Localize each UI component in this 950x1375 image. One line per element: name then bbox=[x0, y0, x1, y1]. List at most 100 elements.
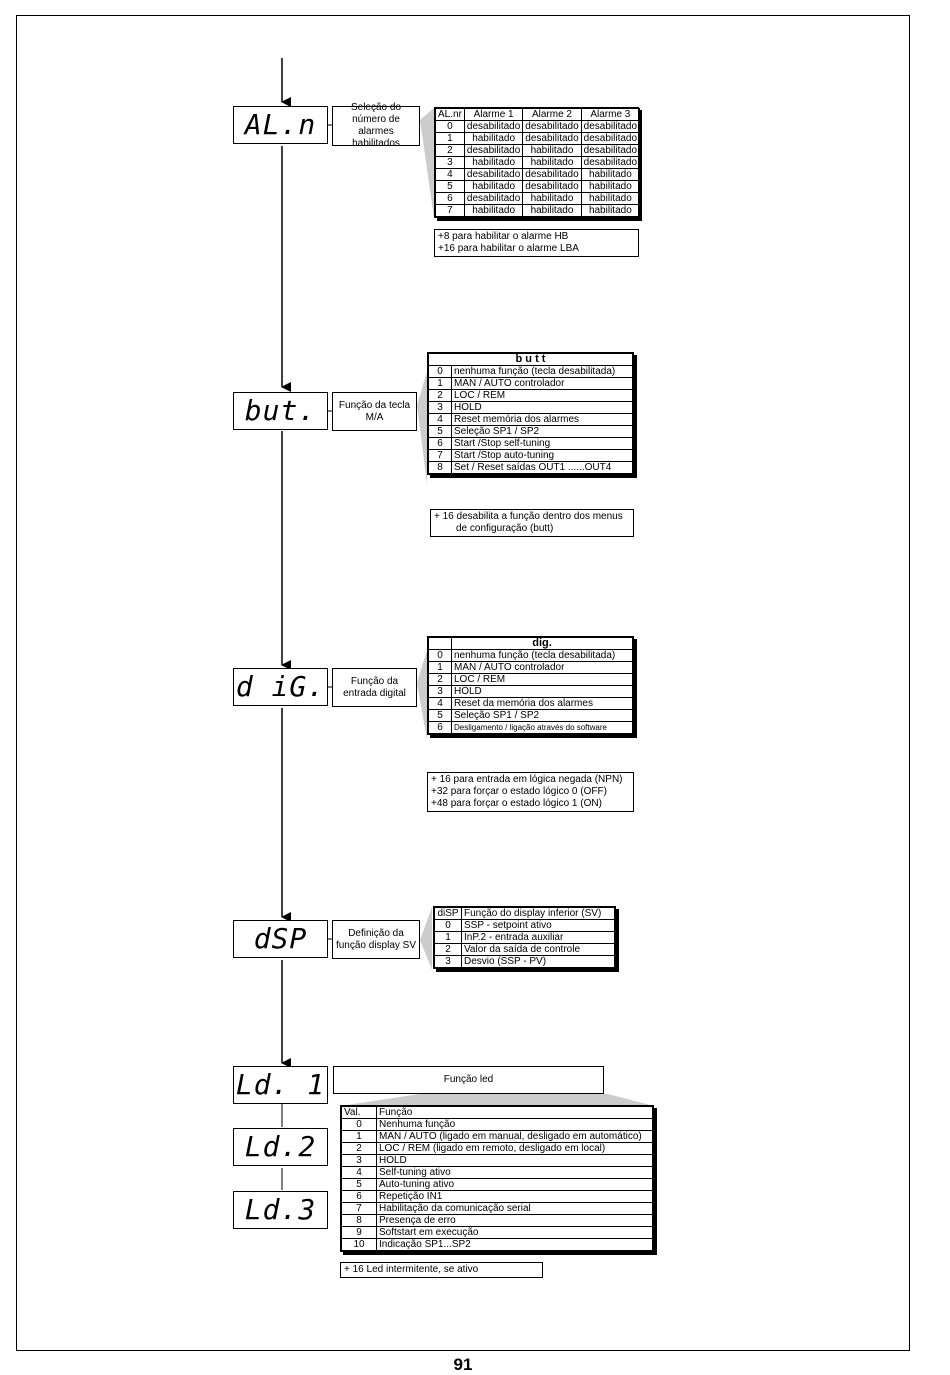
wedge-led bbox=[340, 1094, 654, 1106]
aln-cell: 7 bbox=[435, 204, 465, 217]
aln-header-0: AL.nr bbox=[435, 108, 465, 121]
dig-note-on: +48 para forçar o estado lógico 1 (ON) bbox=[431, 798, 602, 809]
aln-cell: habilitado bbox=[522, 144, 582, 157]
aln-header-1: Alarme 1 bbox=[463, 108, 524, 121]
dig-cell: 4 bbox=[428, 697, 452, 710]
but-description: Função da tecla M/A bbox=[332, 392, 417, 431]
aln-cell: desabilitado bbox=[522, 168, 582, 181]
but-cell: Seleção SP1 / SP2 bbox=[451, 425, 633, 438]
dsp-description: Definição da função display SV bbox=[332, 920, 420, 959]
dig-cell: 5 bbox=[428, 709, 452, 722]
display-ld1: Ld. 1 bbox=[233, 1066, 328, 1104]
display-dsp: dSP bbox=[233, 920, 328, 958]
aln-cell: desabilitado bbox=[522, 180, 582, 193]
dig-cell: 6 bbox=[428, 721, 452, 734]
dig-cell: MAN / AUTO controlador bbox=[451, 661, 633, 674]
led-cell: Indicação SP1...SP2 bbox=[376, 1238, 653, 1251]
aln-header-3: Alarme 3 bbox=[580, 108, 641, 121]
but-note-line1: + 16 desabilita a função dentro dos menu… bbox=[434, 511, 623, 522]
led-cell: Habilitação da comunicação serial bbox=[376, 1202, 653, 1215]
dig-cell: Desligamento / ligação através do softwa… bbox=[451, 721, 633, 734]
dsp-cell: 3 bbox=[434, 955, 462, 968]
aln-cell: habilitado bbox=[522, 192, 582, 205]
led-header-0: Val. bbox=[341, 1106, 377, 1119]
dig-cell: 1 bbox=[428, 661, 452, 674]
wedge-dsp bbox=[420, 907, 432, 970]
led-cell: Nenhuma função bbox=[376, 1118, 653, 1131]
but-cell: HOLD bbox=[451, 401, 633, 414]
dig-table-title: dig. bbox=[451, 637, 633, 650]
aln-cell: habilitado bbox=[522, 204, 582, 217]
display-dig: d iG. bbox=[233, 668, 328, 706]
but-cell: 1 bbox=[428, 377, 452, 390]
led-cell: Self-tuning ativo bbox=[376, 1166, 653, 1179]
dig-cell: Seleção SP1 / SP2 bbox=[451, 709, 633, 722]
page-number: 91 bbox=[453, 1355, 473, 1374]
dsp-cell: InP.2 - entrada auxiliar bbox=[461, 931, 615, 944]
but-cell: 6 bbox=[428, 437, 452, 450]
aln-cell: habilitado bbox=[580, 204, 641, 217]
display-ld2: Ld.2 bbox=[233, 1128, 328, 1166]
dig-cell: Reset da memória dos alarmes bbox=[451, 697, 633, 710]
but-cell: Set / Reset saídas OUT1 ......OUT4 bbox=[451, 461, 633, 474]
led-cell: 7 bbox=[341, 1202, 377, 1215]
display-aln: AL.n bbox=[233, 106, 328, 144]
dsp-header-row: diSP Função do display inferior (SV) bbox=[434, 907, 615, 920]
dsp-header-0: diSP bbox=[434, 907, 462, 920]
led-cell: 2 bbox=[341, 1142, 377, 1155]
dsp-cell: 2 bbox=[434, 943, 462, 956]
led-cell: MAN / AUTO (ligado em manual, desligado … bbox=[376, 1130, 653, 1143]
dig-description: Função da entrada digital bbox=[332, 668, 417, 707]
aln-note-hb: +8 para habilitar o alarme HB bbox=[438, 231, 569, 242]
wedge-dig bbox=[417, 650, 427, 740]
aln-cell: habilitado bbox=[580, 168, 641, 181]
but-cell: 4 bbox=[428, 413, 452, 426]
led-header-1: Função bbox=[376, 1106, 653, 1119]
but-table-title: b u t t bbox=[428, 353, 633, 366]
but-cell: 0 bbox=[428, 365, 452, 378]
aln-notes: +8 para habilitar o alarme HB +16 para h… bbox=[434, 229, 639, 257]
dig-notes: + 16 para entrada em lógica negada (NPN)… bbox=[427, 772, 634, 812]
led-cell: 9 bbox=[341, 1226, 377, 1239]
led-cell: Auto-tuning ativo bbox=[376, 1178, 653, 1191]
but-cell: Start /Stop self-tuning bbox=[451, 437, 633, 450]
dig-cell: nenhuma função (tecla desabilitada) bbox=[451, 649, 633, 662]
dsp-cell: 0 bbox=[434, 919, 462, 932]
aln-description: Seleção do número de alarmes habilitados bbox=[332, 102, 420, 149]
display-ld3: Ld.3 bbox=[233, 1191, 328, 1229]
aln-cell: desabilitado bbox=[580, 144, 641, 157]
led-header-row: Val. Função bbox=[341, 1106, 653, 1119]
aln-cell: habilitado bbox=[463, 132, 524, 145]
aln-cell: habilitado bbox=[463, 204, 524, 217]
led-note: + 16 Led intermitente, se ativo bbox=[340, 1262, 543, 1278]
aln-cell: desabilitado bbox=[522, 120, 582, 133]
led-cell: 10 bbox=[341, 1238, 377, 1251]
dig-cell: 2 bbox=[428, 673, 452, 686]
led-cell: LOC / REM (ligado em remoto, desligado e… bbox=[376, 1142, 653, 1155]
